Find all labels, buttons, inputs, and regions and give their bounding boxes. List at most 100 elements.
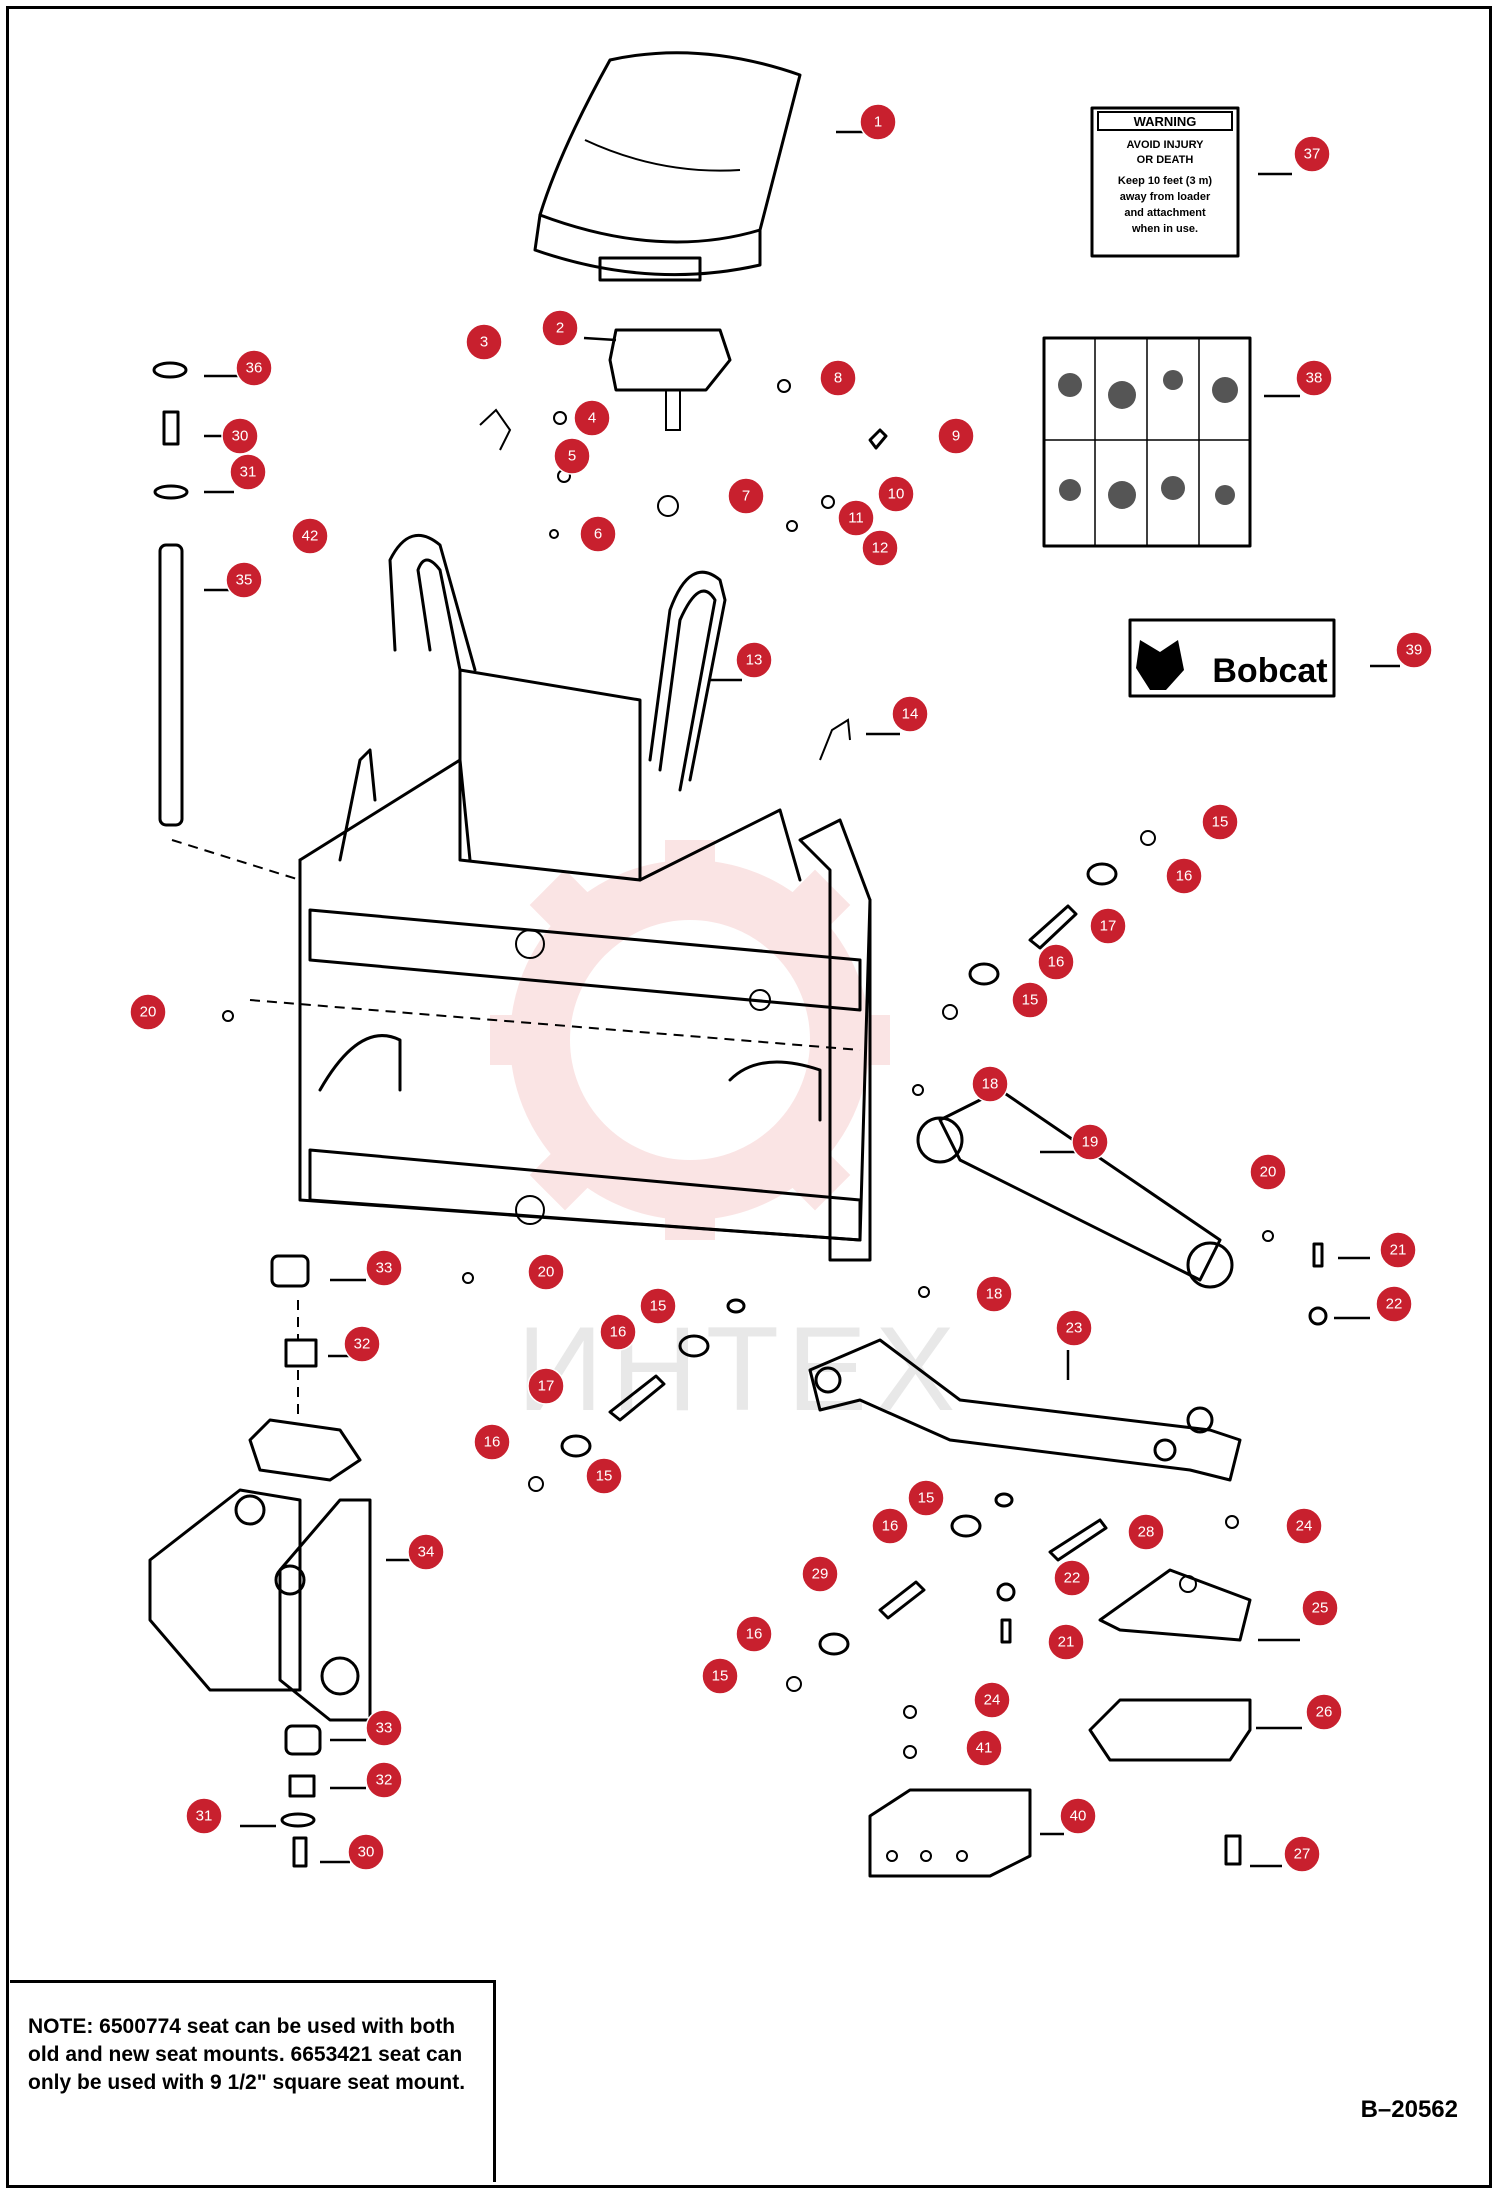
callout-number: 5 — [568, 448, 576, 465]
callout-8: 8 — [819, 359, 857, 397]
callout-number: 16 — [1048, 954, 1065, 971]
callout-20: 20 — [129, 993, 167, 1031]
callout-16: 16 — [735, 1615, 773, 1653]
callout-badge — [527, 1367, 565, 1405]
callout-number: 21 — [1390, 1242, 1407, 1259]
callout-badge — [343, 1325, 381, 1363]
callout-14: 14 — [891, 695, 929, 733]
callout-number: 9 — [952, 428, 960, 445]
callout-number: 16 — [1176, 868, 1193, 885]
callout-number: 15 — [650, 1298, 667, 1315]
warning-line-3: Keep 10 feet (3 m) — [1118, 175, 1212, 187]
callout-number: 14 — [902, 706, 919, 723]
callout-badge — [1375, 1285, 1413, 1323]
callout-badge — [541, 309, 579, 347]
callout-badge — [735, 1615, 773, 1653]
callout-21: 21 — [1047, 1623, 1085, 1661]
callout-3: 3 — [465, 323, 503, 361]
callout-number: 31 — [240, 464, 257, 481]
callout-number: 38 — [1306, 370, 1323, 387]
callout-number: 11 — [848, 510, 864, 527]
brand-name: Bobcat — [1212, 652, 1327, 690]
callout-36: 36 — [235, 349, 273, 387]
callout-number: 24 — [984, 1692, 1001, 1709]
callout-16: 16 — [599, 1313, 637, 1351]
callout-16: 16 — [871, 1507, 909, 1545]
callout-41: 41 — [965, 1729, 1003, 1767]
callout-number: 27 — [1294, 1846, 1311, 1863]
seat — [533, 51, 802, 282]
callout-number: 15 — [1022, 992, 1039, 1009]
callout-30: 30 — [347, 1833, 385, 1871]
callout-20: 20 — [527, 1253, 565, 1291]
callout-badge — [877, 475, 915, 513]
callout-layer: 1234567891011121314151617161518192021222… — [129, 103, 1433, 1873]
callout-badge — [229, 453, 267, 491]
callout-10: 10 — [877, 475, 915, 513]
callout-15: 15 — [585, 1457, 623, 1495]
callout-badge — [1071, 1123, 1109, 1161]
callout-31: 31 — [229, 453, 267, 491]
callout-badge — [1165, 857, 1203, 895]
callout-33: 33 — [365, 1709, 403, 1747]
callout-badge — [129, 993, 167, 1031]
callout-badge — [975, 1275, 1013, 1313]
callout-badge — [185, 1797, 223, 1835]
bracket-plate — [1088, 1568, 1252, 1762]
callout-number: 23 — [1066, 1320, 1083, 1337]
warning-line-5: and attachment — [1124, 207, 1206, 219]
callout-badge — [221, 417, 259, 455]
callout-11: 11 — [837, 499, 875, 537]
bobcat-decal: Bobcat — [1128, 618, 1336, 698]
callout-33: 33 — [365, 1249, 403, 1287]
callout-badge — [1285, 1507, 1323, 1545]
callout-badge — [937, 417, 975, 455]
callout-32: 32 — [343, 1325, 381, 1363]
callout-30: 30 — [221, 417, 259, 455]
callout-number: 31 — [196, 1808, 213, 1825]
support-pin — [152, 361, 189, 827]
callout-42: 42 — [291, 517, 329, 555]
callout-37: 37 — [1293, 135, 1331, 173]
callout-16: 16 — [473, 1423, 511, 1461]
hardware-parts — [222, 379, 1328, 1866]
callout-number: 15 — [1212, 814, 1229, 831]
callout-22: 22 — [1053, 1559, 1091, 1597]
callout-number: 16 — [484, 1434, 501, 1451]
callout-12: 12 — [861, 529, 899, 567]
callout-badge — [347, 1833, 385, 1871]
callout-15: 15 — [907, 1479, 945, 1517]
callout-22: 22 — [1375, 1285, 1413, 1323]
swing-frame — [148, 1254, 372, 1868]
callout-number: 16 — [610, 1324, 627, 1341]
instruction-decal — [1042, 336, 1252, 548]
callout-40: 40 — [1059, 1797, 1097, 1835]
callout-badge — [819, 359, 857, 397]
warning-heading: WARNING — [1134, 114, 1197, 129]
callout-badge — [365, 1709, 403, 1747]
swing-arm — [808, 1338, 1242, 1482]
callout-number: 17 — [538, 1378, 555, 1395]
callout-number: 15 — [918, 1490, 935, 1507]
callout-badge — [473, 1423, 511, 1461]
callout-number: 7 — [742, 488, 750, 505]
callout-badge — [1127, 1513, 1165, 1551]
callout-badge — [1201, 803, 1239, 841]
callout-number: 37 — [1304, 146, 1321, 163]
callout-badge — [871, 1507, 909, 1545]
callout-29: 29 — [801, 1555, 839, 1593]
callout-badge — [1293, 135, 1331, 173]
callout-18: 18 — [971, 1065, 1009, 1103]
note-text: 6500774 seat can be used with both old a… — [28, 2015, 466, 2094]
callout-badge — [527, 1253, 565, 1291]
callout-number: 40 — [1070, 1808, 1087, 1825]
callout-badge — [1295, 359, 1333, 397]
callout-badge — [1379, 1231, 1417, 1269]
callout-badge — [573, 399, 611, 437]
callout-19: 19 — [1071, 1123, 1109, 1161]
callout-6: 6 — [579, 515, 617, 553]
callout-18: 18 — [975, 1275, 1013, 1313]
warning-line-4: away from loader — [1120, 191, 1211, 203]
callout-number: 39 — [1406, 642, 1423, 659]
callout-15: 15 — [701, 1657, 739, 1695]
